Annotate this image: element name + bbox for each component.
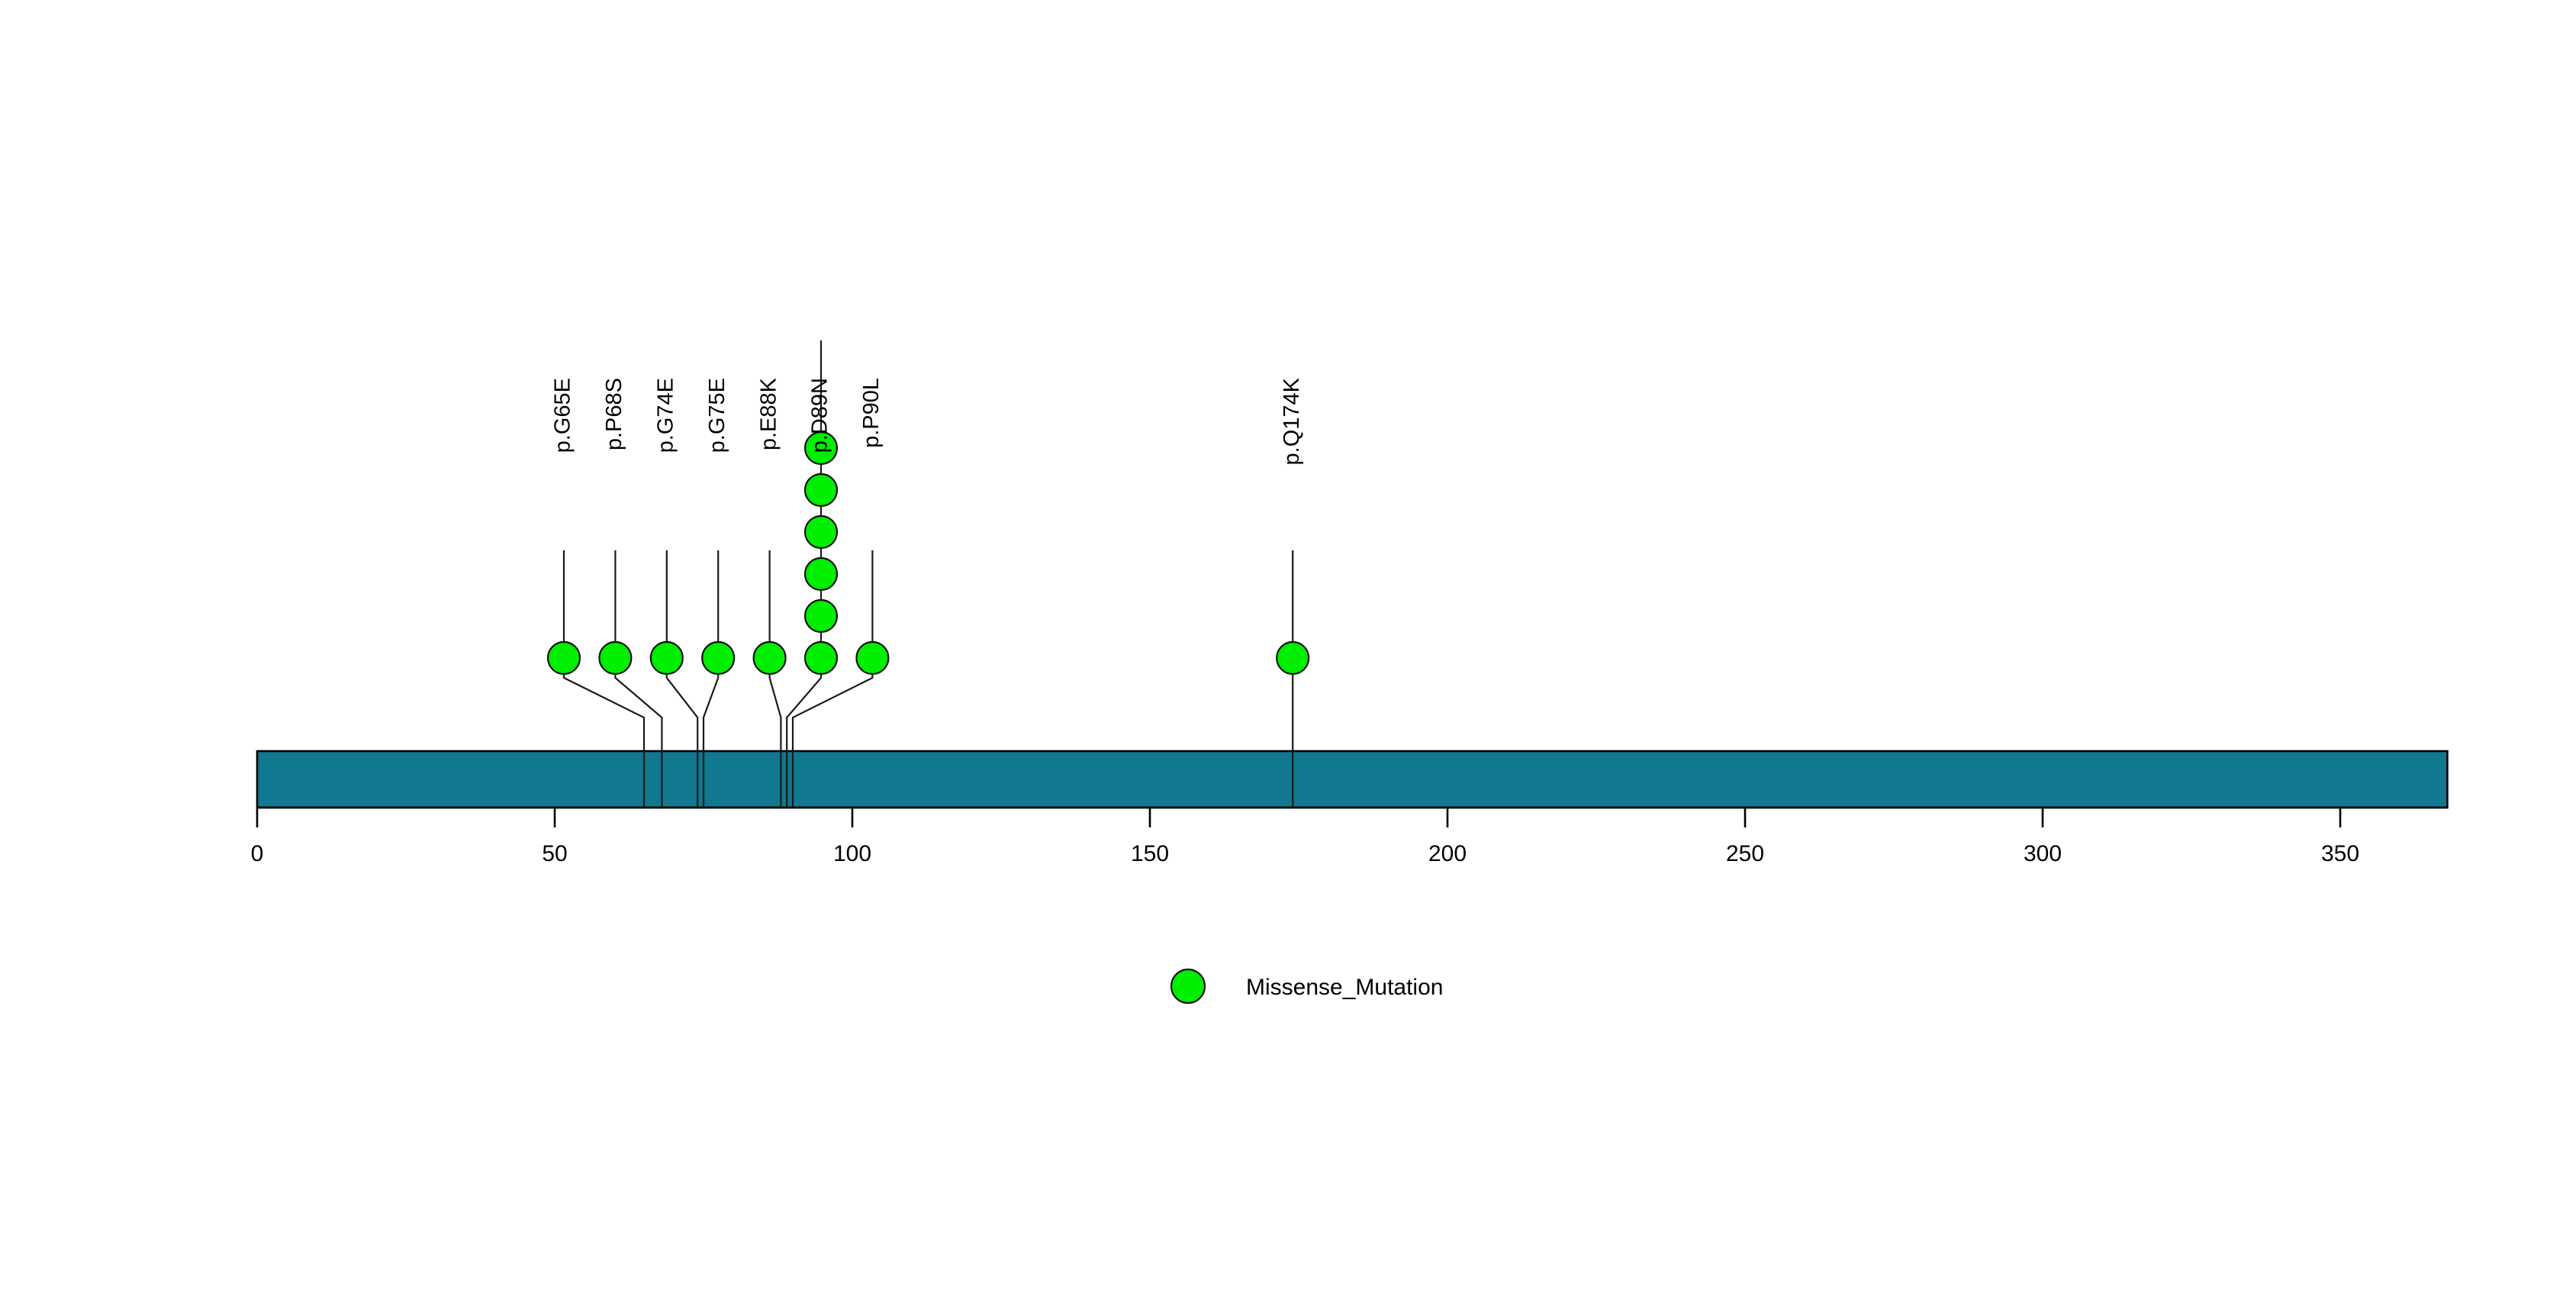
x-axis-tick-label: 0: [251, 841, 264, 866]
mutation-lollipop-circle[interactable]: [803, 431, 839, 466]
mutation-labels: p.G65E p.P68S p.G74E p.G75E p.E88K p.D89N p.P9…: [551, 377, 1304, 465]
mutation-label[interactable]: p.P68S: [602, 378, 626, 450]
mutation-stem: [702, 550, 720, 808]
mutation-lollipop-circle[interactable]: [752, 640, 787, 676]
mutation-lollipop-circle[interactable]: [701, 640, 736, 676]
mutation-stem: [665, 550, 699, 808]
x-axis-tick-label: 300: [2024, 841, 2062, 866]
mutation-stem: [791, 550, 874, 808]
x-axis-tick-label: 100: [833, 841, 871, 866]
mutation-label[interactable]: p.G74E: [653, 378, 678, 453]
mutation-lollipop-circle[interactable]: [803, 556, 839, 592]
mutation-lollipop-circle[interactable]: [855, 640, 890, 676]
mutation-stem: [768, 550, 782, 808]
x-axis-tick-label: 50: [542, 841, 567, 866]
legend-marker-icon: [1170, 968, 1206, 1005]
protein-backbone-bar[interactable]: [256, 750, 2449, 809]
mutation-lollipop-circle[interactable]: [598, 640, 633, 676]
mutation-lollipop-circle[interactable]: [803, 514, 839, 550]
mutation-lollipop-circle[interactable]: [803, 640, 839, 676]
mutation-lollipop-circle[interactable]: [1276, 640, 1310, 676]
mutation-label[interactable]: p.Q174K: [1280, 377, 1304, 465]
legend: Missense_Mutation: [1170, 968, 1443, 1005]
legend-label[interactable]: Missense_Mutation: [1246, 975, 1443, 1000]
mutation-stem: [614, 550, 663, 808]
x-axis-tick-label: 250: [1726, 841, 1764, 866]
x-axis: 0 50 100 150 200 250 300 350: [251, 806, 2448, 866]
mutation-lollipop-circle[interactable]: [546, 640, 581, 676]
mutation-label[interactable]: p.P90L: [859, 378, 884, 448]
x-axis-tick-label: 350: [2321, 841, 2359, 866]
mutation-lollipop-circle[interactable]: [803, 598, 839, 634]
mutation-lollipops: [546, 340, 1310, 808]
x-axis-tick-label: 200: [1428, 841, 1467, 866]
mutation-lollipop-circle[interactable]: [649, 640, 684, 676]
protein-backbone-group: [256, 750, 2449, 809]
mutation-label[interactable]: p.E88K: [756, 377, 781, 450]
mutation-stem: [562, 550, 646, 808]
mutation-label[interactable]: p.D89N: [808, 378, 832, 453]
mutation-label[interactable]: p.G65E: [551, 378, 575, 453]
mutation-label[interactable]: p.G75E: [705, 378, 729, 453]
mutation-lollipop-circle[interactable]: [803, 472, 839, 508]
mutation-stem: [786, 340, 823, 808]
x-axis-tick-label: 150: [1131, 841, 1169, 866]
